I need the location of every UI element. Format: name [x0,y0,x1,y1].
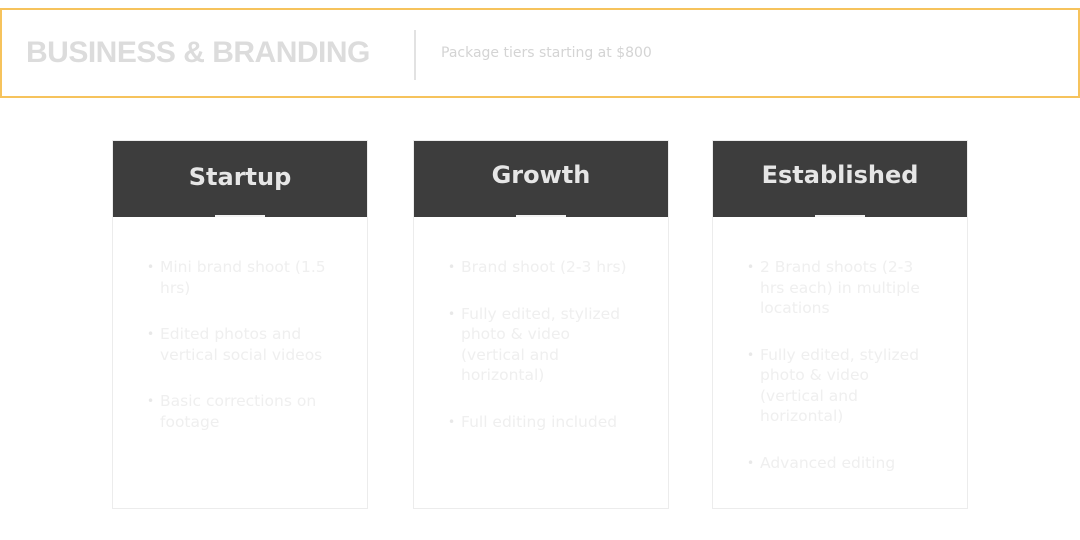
feature-text: 2 Brand shoots (2-3 hrs each) in multipl… [760,258,920,317]
bullet-icon: • [448,260,456,274]
card-tab-marker [815,215,865,217]
section-subtitle: Package tiers starting at $800 [441,45,652,61]
banner-divider [414,30,416,80]
bullet-icon: • [147,327,155,341]
bullet-icon: • [147,260,155,274]
section-title: BUSINESS & BRANDING [26,36,370,69]
list-item: • Fully edited, stylized photo & video (v… [747,345,937,427]
package-card-growth: Growth • Brand shoot (2-3 hrs) • Fully edi… [413,140,669,509]
feature-text: Fully edited, stylized photo & video (ve… [760,345,920,426]
card-tab-marker [516,215,566,217]
card-header: Established [713,141,967,217]
card-title: Startup [188,163,292,191]
package-card-established: Established • 2 Brand shoots (2-3 hrs eac… [712,140,968,509]
bullet-icon: • [747,260,755,274]
list-item: • 2 Brand shoots (2-3 hrs each) in multip… [747,257,937,319]
feature-text: Basic corrections on footage [160,392,317,431]
feature-list: • Brand shoot (2-3 hrs) • Fully edited, st… [414,217,668,432]
feature-text: Advanced editing [760,453,896,472]
card-header: Startup [113,141,367,217]
bullet-icon: • [747,347,755,362]
feature-text: Mini brand shoot (1.5 hrs) [160,258,326,297]
package-card-startup: Startup • Mini brand shoot (1.5 hrs) • Edi… [112,140,368,509]
feature-text: Full editing included [461,412,618,431]
card-header: Growth [414,141,668,217]
bullet-icon: • [147,394,155,408]
list-item: • Fully edited, stylized photo & video (v… [448,304,638,386]
feature-list: • Mini brand shoot (1.5 hrs) • Edited phot… [113,217,367,432]
feature-list: • 2 Brand shoots (2-3 hrs each) in multip… [713,217,967,473]
list-item: • Mini brand shoot (1.5 hrs) [147,257,337,298]
list-item: • Brand shoot (2-3 hrs) [448,257,638,278]
section-banner: BUSINESS & BRANDING Package tiers starti… [0,8,1080,98]
list-item: • Advanced editing [747,453,937,474]
feature-text: Fully edited, stylized photo & video (ve… [461,304,621,385]
card-tab-marker [215,215,265,217]
card-title: Growth [491,161,591,189]
feature-text: Brand shoot (2-3 hrs) [461,258,627,276]
list-item: • Full editing included [448,412,638,433]
bullet-icon: • [448,306,456,321]
bullet-icon: • [747,455,755,470]
card-title: Established [761,161,919,189]
list-item: • Edited photos and vertical social video… [147,324,337,365]
list-item: • Basic corrections on footage [147,391,337,432]
bullet-icon: • [448,414,456,429]
feature-text: Edited photos and vertical social videos [160,325,323,364]
